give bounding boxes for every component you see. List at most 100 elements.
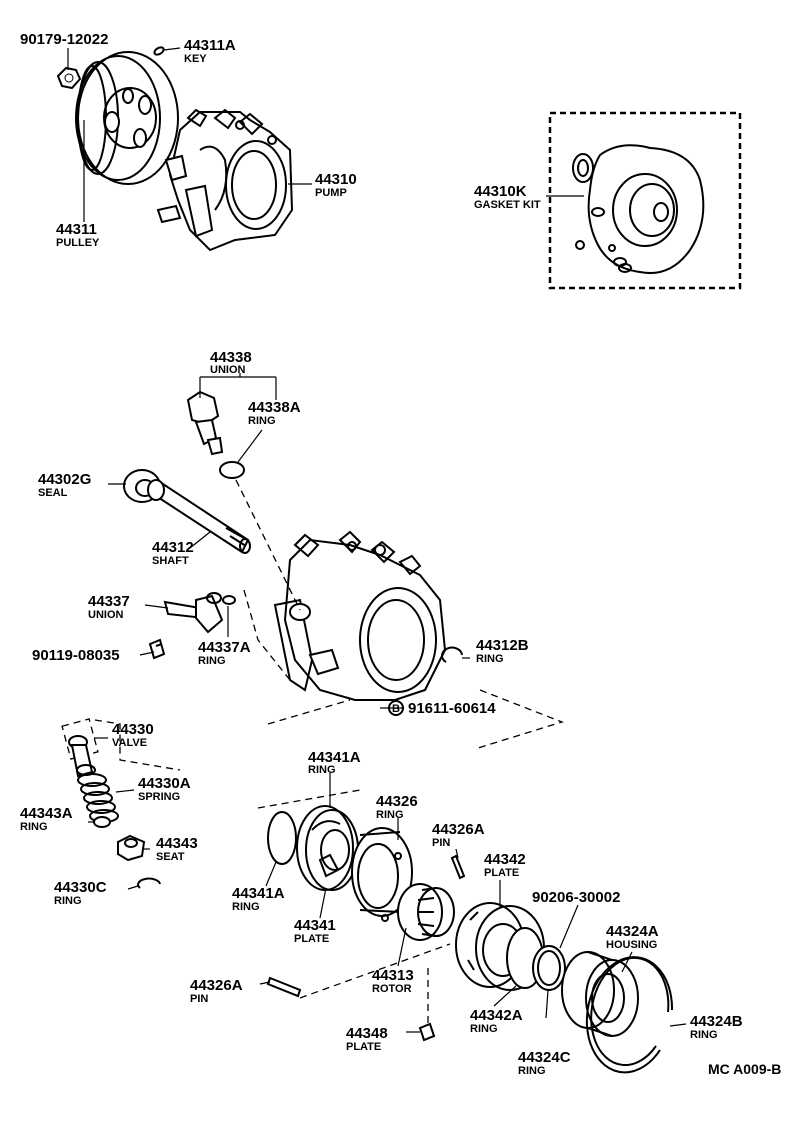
svg-text:GASKET KIT: GASKET KIT (474, 199, 541, 211)
svg-text:44313: 44313 (372, 967, 414, 984)
svg-text:44311: 44311 (56, 221, 97, 238)
svg-text:RING: RING (470, 1023, 498, 1035)
svg-text:RING: RING (54, 895, 82, 907)
svg-text:PLATE: PLATE (294, 933, 329, 945)
part-label-44312: 44312 SHAFT (152, 539, 194, 567)
part-label-44348: 44348 PLATE (346, 1025, 388, 1053)
spring-drawing (77, 773, 119, 823)
pin-upper-drawing (450, 854, 466, 880)
part-label-44343: 44343 SEAT (156, 835, 198, 863)
svg-text:44326: 44326 (376, 793, 418, 810)
part-label-44310: 44310 PUMP (315, 171, 357, 199)
part-label-44338a: 44338A RING (248, 399, 301, 427)
part-label-44324b: 44324B RING (690, 1013, 743, 1041)
part-label-44330c: 44330C RING (54, 879, 107, 907)
svg-text:44312: 44312 (152, 539, 194, 556)
svg-text:SEAL: SEAL (38, 487, 68, 499)
pin-lower-drawing (266, 976, 302, 998)
svg-text:PULLEY: PULLEY (56, 237, 100, 249)
svg-text:44341: 44341 (294, 917, 336, 934)
svg-text:PIN: PIN (190, 993, 208, 1005)
leader-lines (67, 47, 687, 1033)
svg-text:SPRING: SPRING (138, 791, 180, 803)
svg-text:RING: RING (232, 901, 260, 913)
svg-text:RING: RING (518, 1065, 546, 1077)
part-label-44310k: 44310K GASKET KIT (474, 183, 541, 211)
svg-text:SEAT: SEAT (156, 851, 185, 863)
part-label-90206-30002: 90206-30002 (532, 889, 620, 906)
svg-text:PLATE: PLATE (346, 1041, 381, 1053)
svg-text:PIN: PIN (432, 837, 450, 849)
part-label-44326a-top: 44326A PIN (432, 821, 485, 849)
gasket-kit-drawing (548, 111, 742, 290)
svg-text:44338: 44338 (210, 349, 252, 366)
part-label-44311a: 44311A KEY (184, 37, 236, 65)
housing-44324a-drawing (561, 951, 639, 1037)
svg-text:44342A: 44342A (470, 1007, 523, 1024)
svg-text:44338A: 44338A (248, 399, 301, 416)
ring-44337a-drawing (222, 595, 236, 605)
shaft-drawing (147, 479, 251, 554)
assembly-dashed-lines (94, 479, 564, 1024)
diagram-code: MC A009-B (708, 1061, 781, 1077)
part-label-44302g: 44302G SEAL (38, 471, 91, 499)
part-label-44330a: 44330A SPRING (138, 775, 191, 803)
svg-text:44348: 44348 (346, 1025, 388, 1042)
ring-44341a-left-drawing (267, 811, 297, 865)
svg-text:44324A: 44324A (606, 923, 659, 940)
part-label-44337: 44337 UNION (88, 593, 130, 621)
svg-text:PLATE: PLATE (484, 867, 519, 879)
snap-ring-44312b-drawing (441, 646, 463, 663)
svg-text:RING: RING (476, 653, 504, 665)
svg-text:44343A: 44343A (20, 805, 73, 822)
part-label-44337a: 44337A RING (198, 639, 251, 667)
svg-text:44342: 44342 (484, 851, 526, 868)
part-label-91611-60614: 91611-60614 (408, 700, 496, 717)
pump-drawing (156, 108, 294, 252)
part-label-44338: 44338 UNION (210, 349, 252, 376)
svg-text:44343: 44343 (156, 835, 198, 852)
bolt-marker-letter: B (392, 703, 400, 715)
part-label-90119-08035: 90119-08035 (32, 647, 120, 664)
svg-text:44324B: 44324B (690, 1013, 743, 1030)
ring-44330c-drawing (137, 877, 161, 889)
svg-text:UNION: UNION (88, 609, 124, 621)
part-label-44312b: 44312B RING (476, 637, 529, 665)
svg-text:44330A: 44330A (138, 775, 191, 792)
part-label-44341a-left: 44341A RING (232, 885, 285, 913)
pulley-drawing (75, 51, 179, 185)
rotor-drawing (397, 883, 455, 941)
svg-text:44302G: 44302G (38, 471, 91, 488)
part-label-44342a: 44342A RING (470, 1007, 523, 1035)
part-label-44313: 44313 ROTOR (372, 967, 414, 995)
svg-text:44337: 44337 (88, 593, 130, 610)
svg-text:90179-12022: 90179-12022 (20, 31, 108, 48)
svg-text:ROTOR: ROTOR (372, 983, 412, 995)
part-label-44341: 44341 PLATE (294, 917, 336, 945)
svg-text:44310: 44310 (315, 171, 357, 188)
svg-text:RING: RING (690, 1029, 718, 1041)
svg-text:44312B: 44312B (476, 637, 529, 654)
part-label-44324c: 44324C RING (518, 1049, 571, 1077)
part-label-44326a-bottom: 44326A PIN (190, 977, 243, 1005)
ring-44338a-drawing (219, 461, 245, 479)
svg-text:RING: RING (376, 809, 404, 821)
svg-text:KEY: KEY (184, 53, 207, 65)
svg-text:UNION: UNION (210, 364, 246, 376)
nut-drawing (56, 66, 82, 90)
svg-text:RING: RING (20, 821, 48, 833)
svg-text:RING: RING (198, 655, 226, 667)
part-label-44330: 44330 VALVE (112, 721, 154, 749)
svg-text:44341A: 44341A (232, 885, 285, 902)
svg-text:44337A: 44337A (198, 639, 251, 656)
svg-text:HOUSING: HOUSING (606, 939, 657, 951)
seat-drawing (117, 834, 146, 862)
cam-ring-drawing (351, 827, 413, 922)
part-label-44324a: 44324A HOUSING (606, 923, 659, 951)
part-label-44311: 44311 PULLEY (56, 221, 100, 249)
part-label-44326: 44326 RING (376, 793, 418, 821)
valve-drawing (61, 718, 99, 778)
svg-text:44330: 44330 (112, 721, 154, 738)
svg-text:44326A: 44326A (190, 977, 243, 994)
